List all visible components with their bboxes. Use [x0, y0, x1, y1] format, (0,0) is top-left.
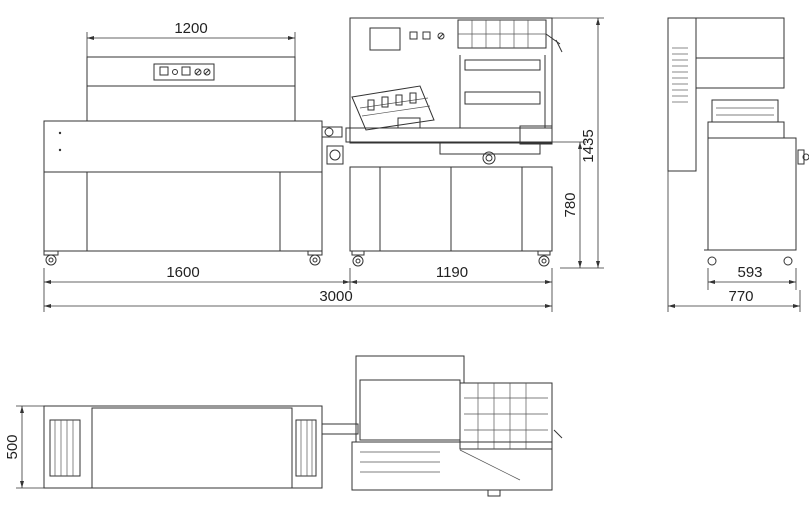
tunnel-caster-left [43, 250, 59, 266]
dim-593: 593 [737, 264, 762, 281]
dim-780: 780 [562, 192, 579, 217]
side-view [667, 17, 809, 266]
tunnel-control-panel [153, 63, 215, 81]
dim-500: 500 [4, 434, 21, 459]
dimension-lines [16, 17, 801, 489]
dim-3000: 3000 [319, 288, 352, 305]
dim-1190: 1190 [436, 264, 468, 281]
l-sealer-front-view [345, 17, 563, 267]
sealer-caster-left [351, 250, 365, 267]
dim-1200: 1200 [174, 20, 207, 37]
dim-1435: 1435 [580, 129, 597, 162]
sealer-caster-right [537, 250, 551, 267]
top-view [43, 355, 563, 497]
dim-770: 770 [728, 288, 753, 305]
shrink-tunnel-front-view [43, 56, 344, 266]
film-feeding-arm [351, 85, 435, 131]
tunnel-caster-right [307, 250, 323, 266]
dim-1600: 1600 [166, 264, 199, 281]
